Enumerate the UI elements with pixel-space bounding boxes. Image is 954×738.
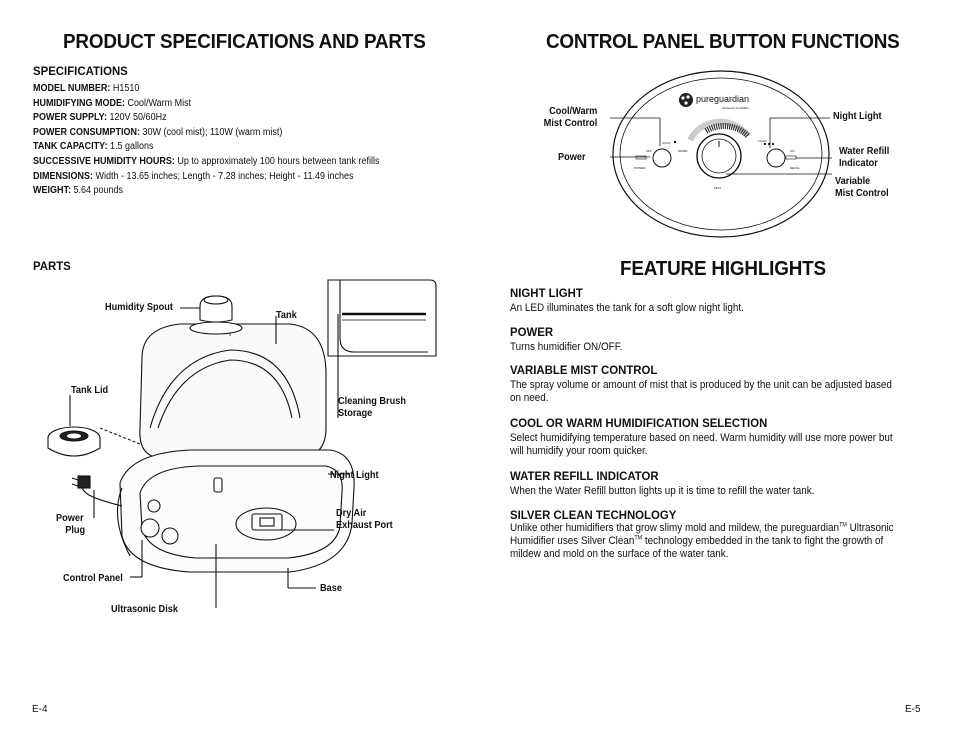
spec-label: DIMENSIONS: xyxy=(33,170,94,182)
label-line: Indicator xyxy=(839,158,878,169)
label-tank-lid: Tank Lid xyxy=(71,385,109,396)
cleaning-brush-inset xyxy=(327,279,437,357)
feature-body: The spray volume or amount of mist that … xyxy=(510,379,892,404)
spec-value: 1.5 gallons xyxy=(110,141,154,153)
spec-label: HUMIDIFYING MODE: xyxy=(33,97,125,109)
trademark-mark: TM xyxy=(839,522,847,529)
panel-text-refill: REFILL xyxy=(790,166,801,170)
spec-row: TANK CAPACITY: 1.5 gallons xyxy=(33,140,379,155)
label-cleaning-brush-storage: Cleaning Brush Storage xyxy=(338,396,406,420)
label-night-light-panel: Night Light xyxy=(833,111,882,122)
feature-heading: POWER xyxy=(510,325,554,339)
panel-brand: pureguardian xyxy=(696,94,749,104)
trademark-mark: TM xyxy=(634,535,643,542)
power-button xyxy=(652,148,672,168)
feature-heading: COOL OR WARM HUMIDIFICATION SELECTION xyxy=(510,416,768,430)
label-line: Plug xyxy=(65,525,86,536)
silver-text: technology embedded in the tank to fight… xyxy=(510,535,884,560)
label-dry-air-exhaust-port: Dry Air Exhaust Port xyxy=(336,508,393,532)
feature-heading-silver-clean: SILVER CLEAN TECHNOLOGY xyxy=(510,508,677,522)
label-power-plug: Power Plug xyxy=(56,513,85,537)
humidifier-parts-diagram xyxy=(47,279,437,608)
label-power: Power xyxy=(558,152,586,163)
label-tank: Tank xyxy=(276,310,297,321)
panel-text-on: ON xyxy=(790,149,795,153)
spec-label: SUCCESSIVE HUMIDITY HOURS: xyxy=(33,155,175,167)
page-number-left: E-4 xyxy=(32,704,48,715)
spec-value: Cool/Warm Mist xyxy=(127,97,192,109)
spec-label: POWER SUPPLY: xyxy=(33,112,108,124)
spec-row: DIMENSIONS: Width - 13.65 inches; Length… xyxy=(33,170,379,185)
feature-body: Turns humidifier ON/OFF. xyxy=(510,341,623,353)
power-plug-shape xyxy=(77,475,91,489)
panel-text-mist: MIST xyxy=(714,186,721,190)
mist-control-knob xyxy=(696,133,742,179)
spec-row: POWER SUPPLY: 120V 50/60Hz xyxy=(33,111,379,126)
silver-text: Ultrasonic Humidifier uses Silver Clean xyxy=(510,522,894,547)
spec-value: Up to approximately 100 hours between ta… xyxy=(177,155,380,167)
spec-row: POWER CONSUMPTION: 30W (cool mist); 110W… xyxy=(33,126,379,141)
label-night-light: Night Light xyxy=(330,470,379,481)
label-humidity-spout: Humidity Spout xyxy=(105,302,173,313)
page-title-control-panel: CONTROL PANEL BUTTON FUNCTIONS xyxy=(546,30,900,53)
feature-body: Select humidifying temperature based on … xyxy=(510,432,893,457)
spec-row: SUCCESSIVE HUMIDITY HOURS: Up to approxi… xyxy=(33,155,379,170)
pureguardian-logo-icon xyxy=(679,93,693,107)
tank-shape xyxy=(139,323,327,459)
panel-text-warm: WARM xyxy=(678,149,688,153)
features-title: FEATURE HIGHLIGHTS xyxy=(620,257,826,280)
spec-value: H1510 xyxy=(112,83,140,94)
label-base: Base xyxy=(320,583,342,594)
panel-text-light: LIGHT xyxy=(758,139,767,143)
label-line: Exhaust Port xyxy=(336,520,393,531)
label-line: Mist Control xyxy=(835,188,889,199)
night-light-button xyxy=(766,148,786,168)
label-line: Cool/Warm xyxy=(548,106,597,117)
spec-value: 5.64 pounds xyxy=(73,185,124,197)
feature-body-silver-clean: Unlike other humidifiers that grow slimy… xyxy=(510,522,897,561)
label-line: Power xyxy=(56,513,84,524)
label-ultrasonic-disk: Ultrasonic Disk xyxy=(111,604,178,615)
panel-text-cool: COOL xyxy=(662,141,671,145)
spec-value: 30W (cool mist); 110W (warm mist) xyxy=(142,126,283,138)
base-shape xyxy=(119,449,355,573)
panel-text-power: POWER xyxy=(634,166,646,170)
label-cool-warm-mist-control: Cool/Warm Mist Control xyxy=(543,106,597,130)
silver-text: Unlike other humidifiers that grow slimy… xyxy=(510,522,840,534)
feature-body: When the Water Refill button lights up i… xyxy=(510,485,815,497)
spec-value: Width - 13.65 inches; Length - 7.28 inch… xyxy=(95,170,354,182)
parts-heading: PARTS xyxy=(33,259,71,273)
label-line: Dry Air xyxy=(336,508,367,519)
label-line: Variable xyxy=(835,176,871,187)
feature-body: An LED illuminates the tank for a soft g… xyxy=(510,302,744,314)
label-line: Mist Control xyxy=(543,118,597,129)
feature-heading: WATER REFILL INDICATOR xyxy=(510,469,659,483)
spec-row: HUMIDIFYING MODE: Cool/Warm Mist xyxy=(33,97,379,112)
spec-value: 120V 50/60Hz xyxy=(109,112,167,124)
feature-heading: VARIABLE MIST CONTROL xyxy=(510,363,658,377)
label-control-panel: Control Panel xyxy=(63,573,123,584)
label-line: Storage xyxy=(338,408,373,419)
feature-heading: NIGHT LIGHT xyxy=(510,286,583,300)
panel-text-off: OFF xyxy=(646,149,652,153)
label-variable-mist-control: Variable Mist Control xyxy=(835,176,889,200)
spec-label: POWER CONSUMPTION: xyxy=(33,126,141,138)
page-number-right: E-5 xyxy=(905,704,921,715)
page-title-specifications: PRODUCT SPECIFICATIONS AND PARTS xyxy=(63,30,426,53)
specifications-list: MODEL NUMBER: H1510 HUMIDIFYING MODE: Co… xyxy=(33,82,418,199)
panel-subbrand: ultrasonic humidifier xyxy=(722,106,749,110)
label-water-refill-indicator: Water Refill Indicator xyxy=(839,146,889,170)
spec-row: WEIGHT: 5.64 pounds xyxy=(33,184,379,199)
label-line: Cleaning Brush xyxy=(338,396,406,407)
spec-label: MODEL NUMBER: xyxy=(33,83,111,94)
spec-label: WEIGHT: xyxy=(33,185,71,197)
label-line: Water Refill xyxy=(839,146,890,157)
specifications-heading: SPECIFICATIONS xyxy=(33,64,128,78)
spec-row: MODEL NUMBER: H1510 xyxy=(33,82,379,97)
control-panel-diagram: pureguardian ultrasonic humidifier COOL … xyxy=(610,70,832,238)
spec-label: TANK CAPACITY: xyxy=(33,141,108,153)
